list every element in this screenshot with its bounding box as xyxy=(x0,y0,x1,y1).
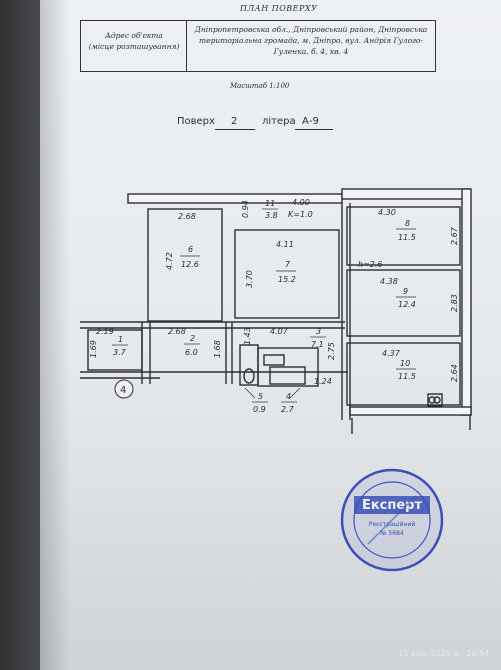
room-5-number: 5 xyxy=(258,392,263,401)
room-9-number: 9 xyxy=(403,287,408,296)
dim-4-11: 4.11 xyxy=(276,240,294,249)
photo-timestamp: 15 вер. 2025 р., 20:54 xyxy=(398,649,490,658)
address-table xyxy=(80,20,436,72)
dim-2-67: 2.67 xyxy=(450,226,459,245)
dim-3-70: 3.70 xyxy=(245,270,254,288)
dim-1-68: 1.68 xyxy=(213,340,222,358)
dim-2-64: 2.64 xyxy=(450,364,459,382)
room-6-number: 6 xyxy=(188,245,193,254)
dim-1-24: 1.24 xyxy=(314,377,332,386)
scale-label: Масштаб 1:100 xyxy=(230,82,290,90)
room-3-area: 7.1 xyxy=(311,340,324,349)
room-10-number: 10 xyxy=(400,359,410,368)
background-edge xyxy=(0,0,44,670)
floor-value: 2 xyxy=(231,116,238,127)
expert-stamp: Експерт Реєстраційний № 5684 xyxy=(340,468,444,572)
dim-4-72: 4.72 xyxy=(165,252,174,270)
litera-value: А-9 xyxy=(302,116,319,127)
room-4-number: 4 xyxy=(286,392,291,401)
address-value: Дніпропетровська обл., Дніпровський райо… xyxy=(194,25,428,56)
litera-underline xyxy=(295,129,333,130)
dim-1-69: 1.69 xyxy=(89,340,98,358)
dim-4-07: 4.07 xyxy=(270,327,289,336)
dim-2-83: 2.83 xyxy=(450,294,459,312)
room-1-number: 1 xyxy=(118,335,123,344)
address-label: Адрес об'єкта (місце розташування) xyxy=(88,31,180,51)
ceiling-height: h=2.6 xyxy=(358,260,383,269)
room-4-area: 2.7 xyxy=(281,405,295,414)
address-table-divider xyxy=(186,20,187,72)
room-7-area: 15.2 xyxy=(278,275,296,284)
stamp-line1: Реєстраційний xyxy=(369,521,415,528)
document-title: ПЛАН ПОВЕРХУ xyxy=(240,4,318,13)
room-9-area: 12.4 xyxy=(398,300,416,309)
room-5-area: 0.9 xyxy=(253,405,266,414)
paper-fold-shadow xyxy=(40,0,70,670)
floor-label: Поверх xyxy=(177,116,215,127)
plan-walls xyxy=(80,188,472,434)
room-7-number: 7 xyxy=(285,260,291,269)
dim-4-37: 4.37 xyxy=(382,349,401,358)
entrance-marker xyxy=(114,379,134,399)
entrance-marker-label: 4 xyxy=(120,385,126,396)
room-2-area: 6.0 xyxy=(185,348,198,357)
room-3-number: 3 xyxy=(316,327,321,336)
litera-label: літера xyxy=(262,116,296,127)
dim-4-30: 4.30 xyxy=(378,208,396,217)
dim-2-75: 2.75 xyxy=(327,342,336,360)
dim-2-19: 2.19 xyxy=(96,327,114,336)
dim-4-00: 4.00 xyxy=(292,198,310,207)
room-8-area: 11.5 xyxy=(398,233,416,242)
room-10-area: 11.5 xyxy=(398,372,416,381)
floor-underline xyxy=(215,129,255,130)
room-11-area: 3.8 xyxy=(265,211,278,220)
room-11-number: 11 xyxy=(265,199,275,208)
room-6-area: 12.6 xyxy=(181,260,199,269)
dim-0-94: 0.94 xyxy=(241,200,250,218)
room-1-area: 3.7 xyxy=(113,348,127,357)
k-coefficient: K=1.0 xyxy=(288,210,313,219)
dim-2-68-mid: 2.68 xyxy=(168,327,186,336)
dim-1-43: 1.43 xyxy=(243,327,252,345)
room-8-number: 8 xyxy=(405,219,410,228)
stamp-line2: № 5684 xyxy=(380,530,404,537)
dim-2-68-top: 2.68 xyxy=(178,212,196,221)
stamp-title: Експерт xyxy=(362,498,423,513)
room-2-number: 2 xyxy=(190,334,195,343)
dim-4-38: 4.38 xyxy=(380,277,398,286)
